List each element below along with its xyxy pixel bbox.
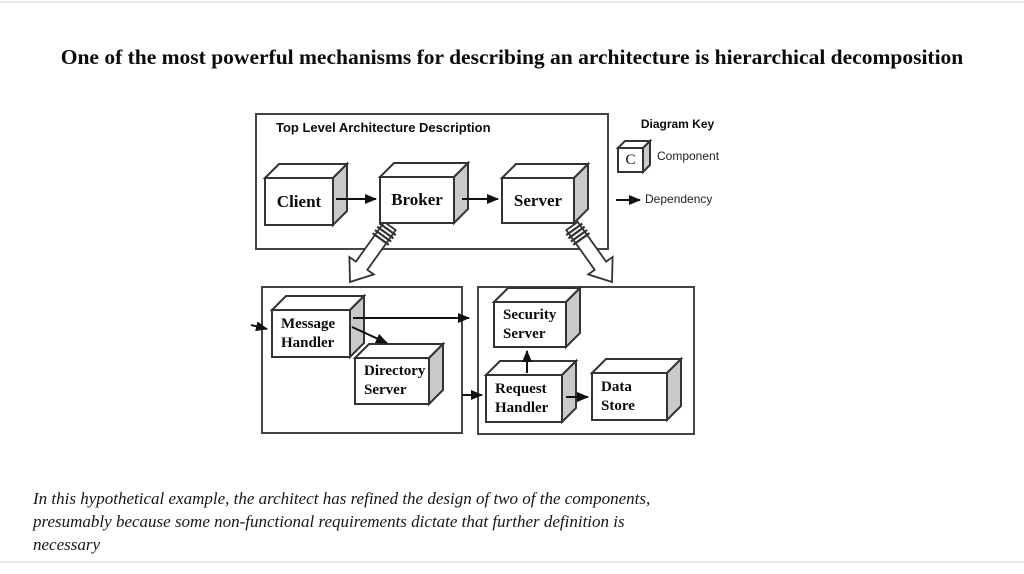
directory-server-label: Directory Server [364,363,426,398]
note-line: necessary [33,535,101,554]
security-server-component-cube [491,285,583,350]
server-component-cube [499,161,591,226]
dependency-arrow-message-handler-directory-server [351,326,388,344]
broker-component-cube [377,160,471,226]
note-line: In this hypothetical example, the archit… [33,489,651,508]
note-line: presumably because some non-functional r… [33,512,625,531]
directory-server-component-cube [352,341,446,407]
refinement-hatch-bands [371,222,591,246]
key-component-label: Component [657,149,720,163]
message-handler-component-cube [269,293,367,360]
broker-label: Broker [391,190,443,209]
server-label: Server [513,190,563,210]
slide-top-edge [0,1,1024,3]
page-title: One of the most powerful mechanisms for … [60,45,964,69]
message-handler-label: Message Handler [281,315,336,351]
slide-bottom-edge [0,561,1024,563]
top-level-box-label: Top Level Architecture Description [276,120,491,135]
key-component-cube [615,138,653,175]
security-server-label: Security Server [503,306,557,342]
diagram-key-title: Diagram Key [640,117,715,131]
request-handler-component-cube [483,358,579,425]
key-dependency-label: Dependency [645,192,713,206]
data-store-label: Data Store [601,378,635,414]
request-handler-label: Request Handler [495,380,549,416]
client-component-cube [262,161,350,228]
key-component-symbol: C [625,151,636,168]
data-store-component-cube [589,356,684,423]
dependency-arrow-into-message-handler [250,321,268,332]
client-label: Client [276,191,322,211]
note-text: In this hypothetical example, the archit… [33,487,753,556]
